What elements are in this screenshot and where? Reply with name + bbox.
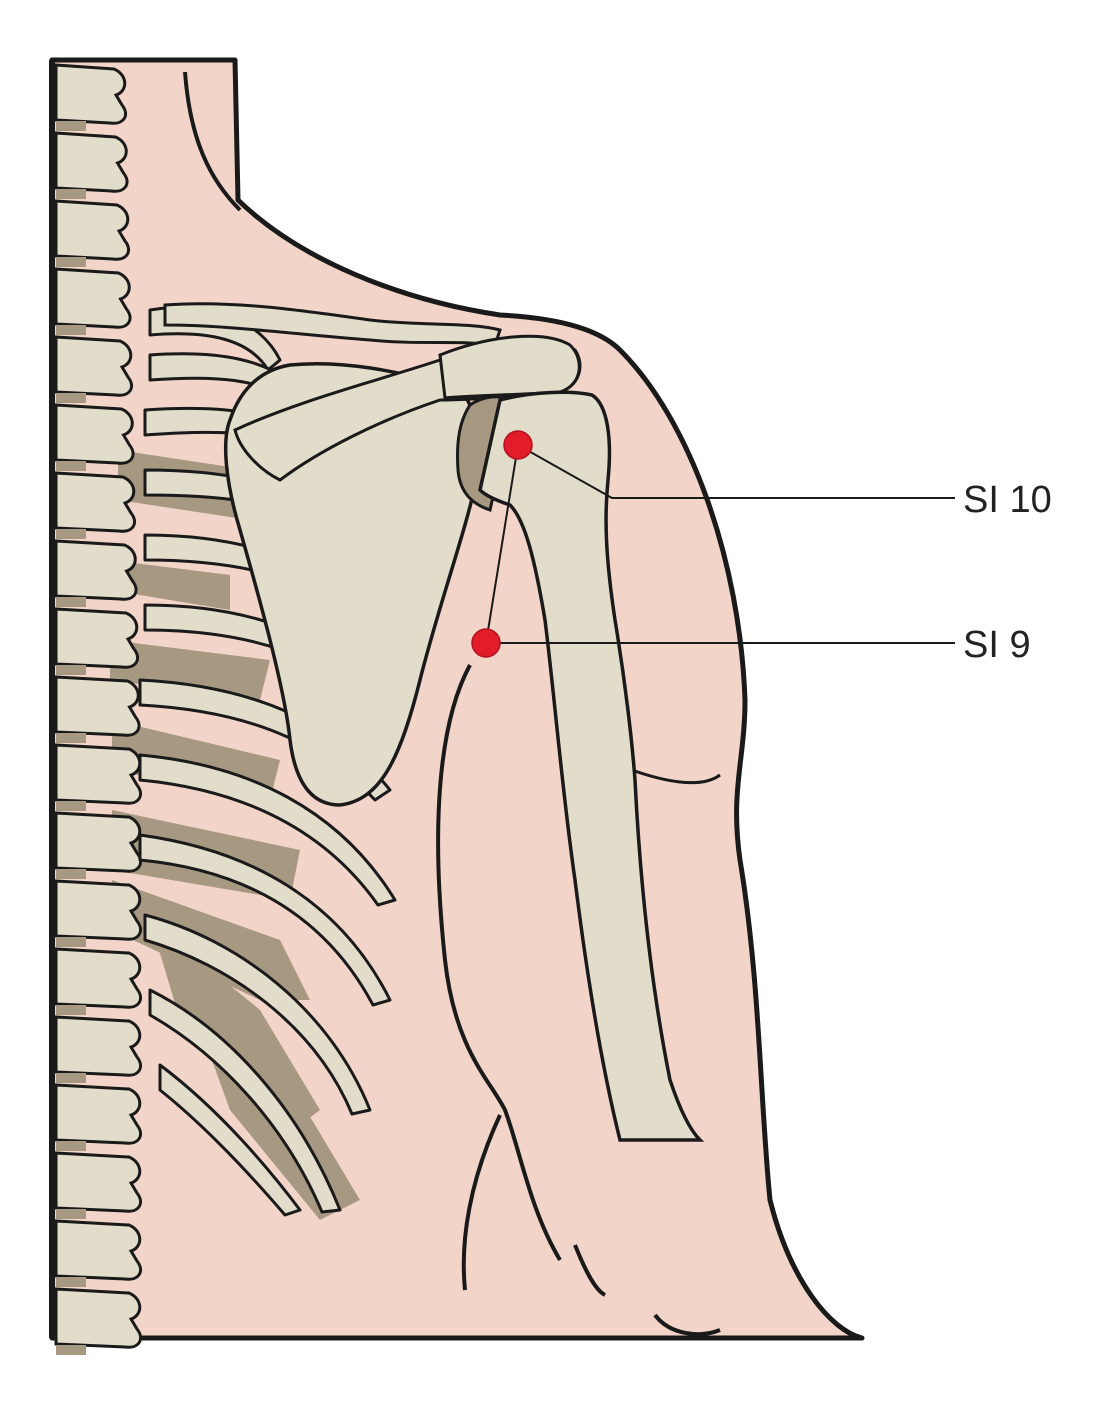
intervertebral-shadow [56, 461, 86, 471]
intervertebral-shadow [56, 1073, 86, 1083]
intervertebral-shadow [56, 121, 86, 131]
vertebra [54, 539, 138, 601]
intervertebral-shadow [56, 393, 86, 403]
intervertebral-shadow [56, 189, 86, 199]
acupoint-label-si10: SI 10 [963, 479, 1052, 521]
vertebra [54, 947, 142, 1009]
vertebra [54, 811, 142, 873]
intervertebral-shadow [56, 1005, 86, 1015]
arm-back-contour [573, 1244, 607, 1297]
underarm-contour [436, 664, 562, 1262]
spine [54, 63, 142, 1355]
acupoint-si9-marker [471, 628, 501, 658]
vertebra [54, 879, 142, 941]
vertebra [54, 1287, 142, 1349]
vertebra [54, 1219, 142, 1281]
intervertebral-shadow [56, 869, 86, 879]
intervertebral-shadow [56, 1209, 86, 1219]
intervertebral-shadow [56, 325, 86, 335]
vertebra [54, 267, 132, 329]
elbow-crease [653, 1313, 721, 1337]
si9-si10-connector [485, 444, 519, 644]
acupoint-si10-marker [503, 430, 533, 460]
deltoid-insertion-line [631, 768, 721, 785]
vertebra [54, 403, 135, 465]
intervertebral-shadow [56, 597, 86, 607]
intervertebral-shadow [56, 1345, 86, 1355]
intervertebral-shadow [56, 529, 86, 539]
vertebra [54, 1151, 142, 1213]
vertebra [54, 1015, 142, 1077]
acupoint-label-si9: SI 9 [963, 624, 1031, 666]
vertebra [54, 131, 129, 193]
vertebra [54, 1083, 142, 1145]
arm-inner-contour [461, 1114, 502, 1291]
intervertebral-shadow [56, 937, 86, 947]
si10-leader-line [517, 444, 955, 499]
intervertebral-shadow [56, 257, 86, 267]
vertebra [54, 199, 130, 261]
vertebra [54, 743, 142, 805]
vertebra [54, 335, 133, 397]
vertebra [54, 607, 139, 669]
vertebra [54, 471, 136, 533]
vertebra [54, 63, 127, 125]
neck-contour [183, 71, 242, 212]
humerus [478, 390, 705, 1142]
vertebra [54, 675, 141, 737]
intervertebral-shadow [56, 1277, 86, 1287]
acromion [438, 334, 581, 400]
intervertebral-shadow [56, 1141, 86, 1151]
intervertebral-shadow [56, 665, 86, 675]
intervertebral-shadow [56, 801, 86, 811]
intervertebral-shadow [56, 733, 86, 743]
leader-lines [485, 444, 955, 644]
